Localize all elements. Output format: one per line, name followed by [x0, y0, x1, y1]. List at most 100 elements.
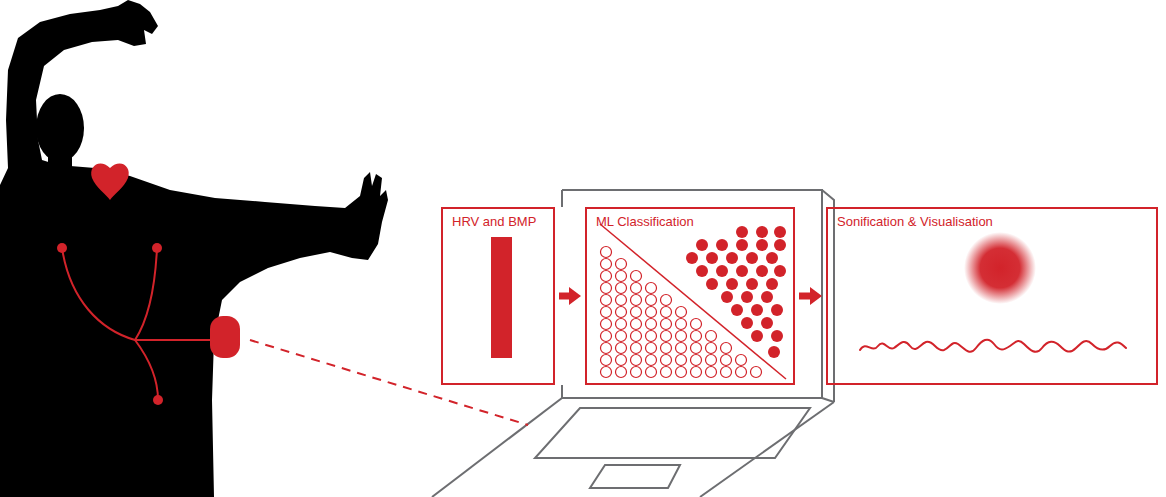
open-point	[721, 367, 732, 378]
open-point	[631, 367, 642, 378]
filled-point	[746, 252, 758, 264]
open-point	[616, 283, 627, 294]
filled-point	[716, 239, 728, 251]
open-point	[676, 331, 687, 342]
open-point	[661, 343, 672, 354]
open-point	[616, 331, 627, 342]
class-points	[601, 226, 787, 378]
open-point	[631, 271, 642, 282]
open-point	[601, 247, 612, 258]
filled-point	[766, 252, 778, 264]
open-point	[616, 259, 627, 270]
open-point	[601, 271, 612, 282]
open-point	[646, 307, 657, 318]
box-heading: Sonification & Visualisation	[828, 209, 1002, 234]
open-point	[646, 367, 657, 378]
filled-point	[741, 317, 753, 329]
filled-point	[736, 239, 748, 251]
filled-point	[706, 278, 718, 290]
open-point	[601, 283, 612, 294]
open-point	[631, 283, 642, 294]
filled-point	[756, 265, 768, 277]
filled-point	[726, 278, 738, 290]
open-point	[616, 355, 627, 366]
open-point	[601, 331, 612, 342]
box-heading: HRV and BMP	[443, 209, 545, 234]
filled-point	[771, 330, 783, 342]
open-point	[616, 271, 627, 282]
arrow-head	[569, 287, 581, 305]
filled-point	[706, 252, 718, 264]
open-point	[706, 367, 717, 378]
stage-box: HRV and BMP	[441, 207, 555, 385]
open-point	[601, 259, 612, 270]
open-point	[631, 319, 642, 330]
open-point	[691, 343, 702, 354]
open-point	[616, 307, 627, 318]
open-point	[646, 283, 657, 294]
open-point	[631, 355, 642, 366]
filled-point	[766, 278, 778, 290]
open-point	[721, 355, 732, 366]
filled-point	[756, 226, 768, 238]
open-point	[691, 355, 702, 366]
filled-point	[761, 291, 773, 303]
filled-point	[751, 330, 763, 342]
sound-wave	[860, 340, 1126, 352]
flow-arrow	[559, 287, 581, 305]
open-point	[736, 367, 747, 378]
open-point	[646, 319, 657, 330]
filled-point	[761, 317, 773, 329]
open-point	[631, 307, 642, 318]
open-point	[661, 319, 672, 330]
open-point	[631, 331, 642, 342]
arrow-shaft	[559, 293, 569, 300]
open-point	[706, 331, 717, 342]
box-heading: ML Classification	[587, 209, 703, 234]
class-divider	[600, 224, 786, 379]
filled-point	[731, 304, 743, 316]
filled-point	[721, 291, 733, 303]
open-point	[661, 331, 672, 342]
open-point	[616, 319, 627, 330]
open-point	[706, 355, 717, 366]
open-point	[676, 307, 687, 318]
filled-point	[746, 278, 758, 290]
filled-point	[774, 265, 786, 277]
arrow-shaft	[799, 293, 810, 300]
open-point	[676, 343, 687, 354]
filled-point	[726, 252, 738, 264]
open-point	[676, 355, 687, 366]
open-point	[646, 343, 657, 354]
open-point	[706, 343, 717, 354]
filled-point	[756, 239, 768, 251]
open-point	[616, 343, 627, 354]
filled-point	[736, 265, 748, 277]
open-point	[631, 295, 642, 306]
open-point	[721, 343, 732, 354]
open-point	[736, 355, 747, 366]
open-point	[601, 355, 612, 366]
arrow-head	[810, 287, 822, 305]
laptop	[432, 190, 834, 497]
filled-point	[696, 239, 708, 251]
open-point	[601, 295, 612, 306]
stage-box: Sonification & Visualisation	[826, 207, 1158, 385]
filled-point	[716, 265, 728, 277]
open-point	[661, 307, 672, 318]
glow-circle	[964, 232, 1036, 304]
open-point	[646, 295, 657, 306]
open-point	[676, 319, 687, 330]
filled-point	[751, 304, 763, 316]
open-point	[676, 367, 687, 378]
open-point	[601, 367, 612, 378]
filled-point	[774, 239, 786, 251]
open-point	[601, 319, 612, 330]
open-point	[631, 343, 642, 354]
filled-point	[774, 226, 786, 238]
open-point	[691, 331, 702, 342]
open-point	[691, 319, 702, 330]
open-point	[646, 355, 657, 366]
